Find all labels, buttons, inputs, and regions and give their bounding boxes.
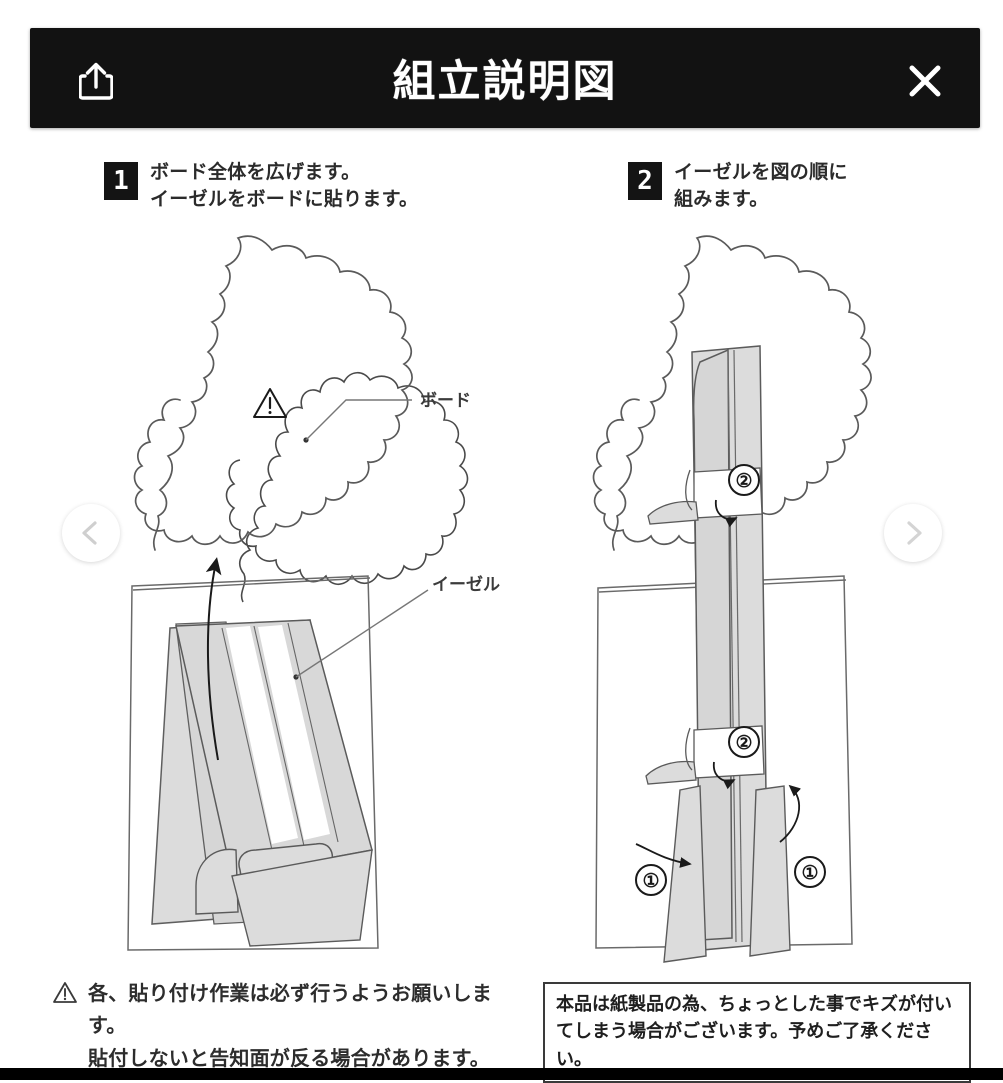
page-title: 組立説明図: [392, 58, 618, 106]
board-silhouette-left: [225, 371, 469, 603]
step-2-text: イーゼルを図の順に 組みます。: [674, 162, 848, 210]
warning-triangle-icon: [253, 388, 287, 418]
board-outline-right: [592, 235, 872, 551]
left-diagram-group: ボード イーゼル: [127, 235, 500, 951]
board-label-leader-left: [303, 399, 412, 443]
share-button[interactable]: [72, 58, 120, 104]
warning-triangle-icon: [53, 982, 77, 1003]
callout-two-upper-label: ②: [735, 471, 752, 492]
close-icon: [909, 65, 941, 97]
step-2-heading: 2 イーゼルを図の順に 組みます。: [628, 160, 848, 214]
chevron-right-icon: [907, 521, 922, 545]
callout-two-lower-label: ②: [735, 733, 752, 754]
easel-label: イーゼル: [432, 574, 500, 594]
callout-two-upper: ②: [715, 464, 760, 528]
board-fold-line-left: [132, 577, 371, 591]
callout-one-right: ①: [779, 784, 826, 888]
right-diagram-group: ② ② ① ①: [592, 235, 872, 963]
easel-assembly-right: [645, 345, 791, 963]
instruction-diagram: ボード イーゼル: [0, 150, 1003, 980]
share-icon: [79, 62, 113, 100]
chevron-left-icon: [82, 521, 97, 545]
warning-note: 各、貼り付け作業は必ず行うようお願いします。 貼付しないと告知面が反る場合があり…: [52, 978, 522, 1075]
board-label: ボード: [420, 391, 471, 410]
step-1-text: ボード全体を広げます。 イーゼルをボードに貼ります。: [150, 162, 419, 210]
board-base-panel-left: [127, 575, 379, 951]
next-image-button[interactable]: [884, 504, 942, 562]
top-header-bar: 組立説明図: [30, 28, 980, 128]
boxed-note: 本品は紙製品の為、ちょっとした事でキズが付い てしまう場合がございます。予めご了…: [543, 982, 971, 1083]
callout-one-left: ①: [635, 843, 692, 896]
boxed-note-text: 本品は紙製品の為、ちょっとした事でキズが付い てしまう場合がございます。予めご了…: [556, 994, 952, 1069]
easel-piece-left: [151, 619, 373, 947]
close-button[interactable]: [902, 58, 948, 104]
step-2-number: 2: [628, 162, 662, 200]
prev-image-button[interactable]: [62, 504, 120, 562]
easel-label-leader-left: [293, 589, 429, 680]
step-1-number: 1: [104, 162, 138, 200]
callout-two-lower: ②: [713, 726, 760, 790]
step-1-heading: 1 ボード全体を広げます。 イーゼルをボードに貼ります。: [104, 160, 418, 214]
fold-arrow-left: [205, 557, 222, 761]
callout-one-right-label: ①: [801, 863, 818, 884]
warning-note-text: 各、貼り付け作業は必ず行うようお願いします。 貼付しないと告知面が反る場合があり…: [88, 983, 492, 1070]
bottom-black-bar: [0, 1068, 1003, 1080]
callout-one-left-label: ①: [642, 871, 659, 892]
board-outline-left: [133, 235, 413, 551]
